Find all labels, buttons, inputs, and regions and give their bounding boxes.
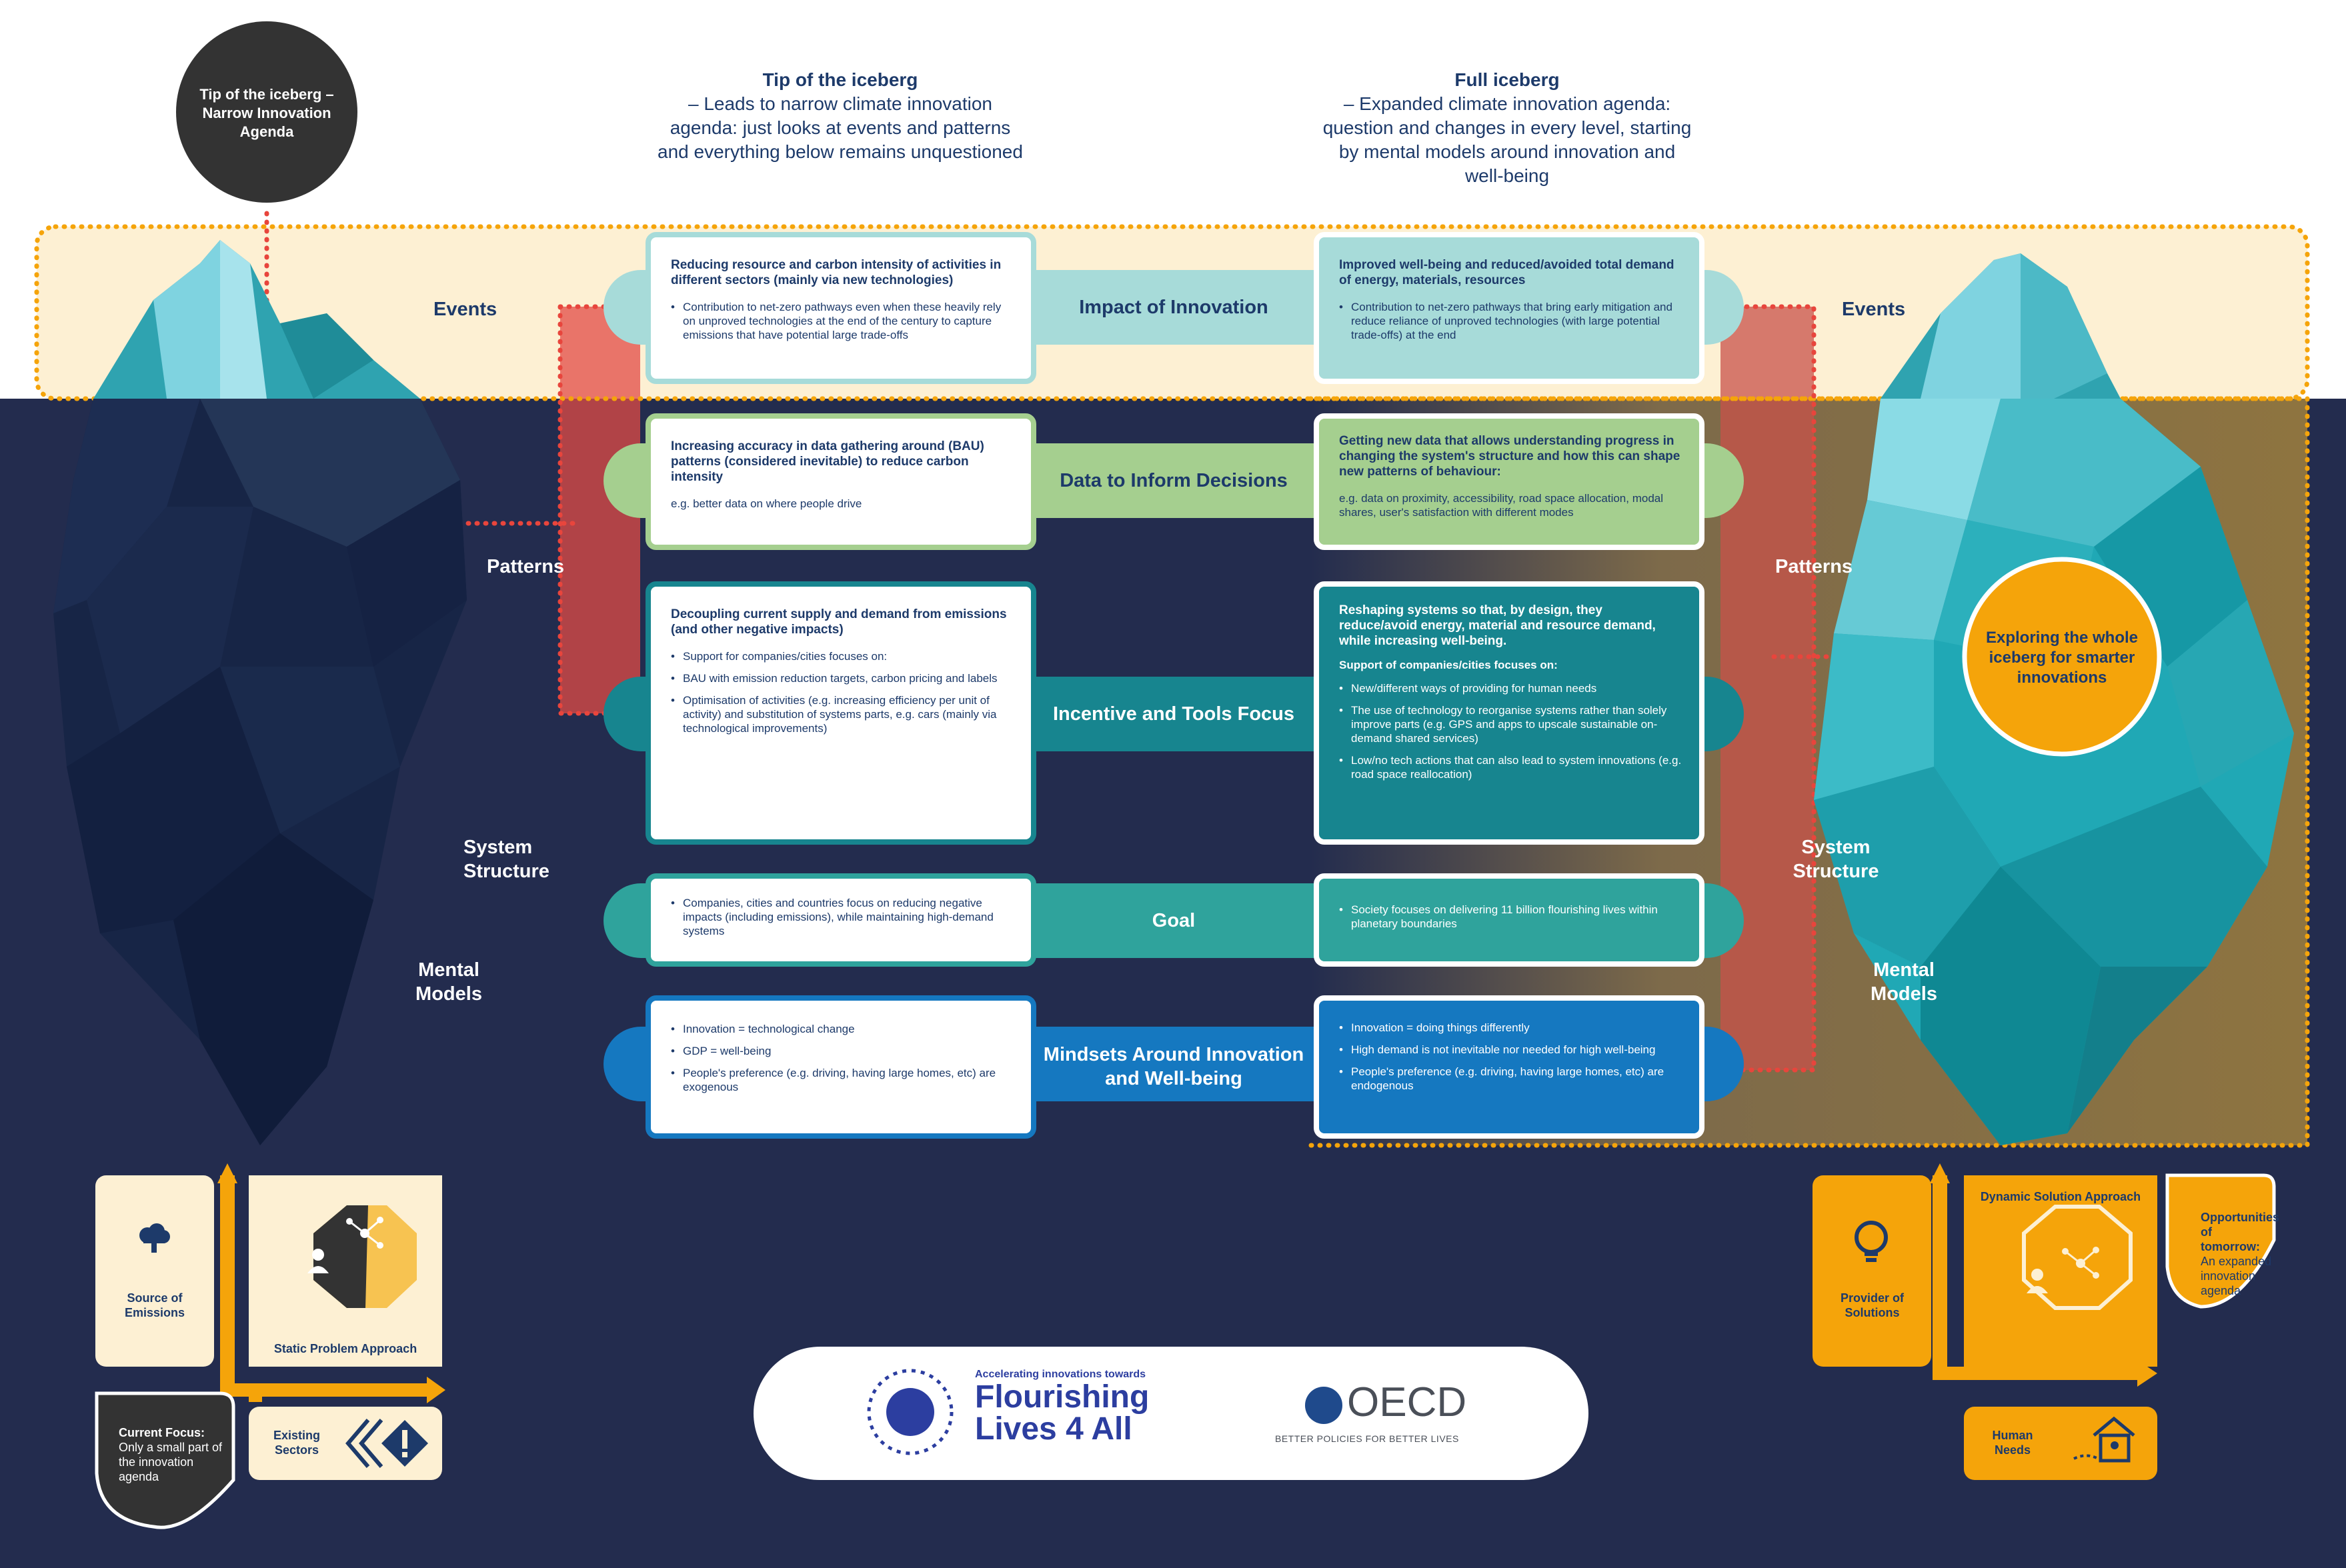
level-patterns-left: Patterns — [487, 556, 565, 577]
row2-left-card: Increasing accuracy in data gathering ar… — [646, 413, 1036, 550]
oecd-globe — [1305, 1387, 1342, 1424]
network-icon-left — [341, 1213, 388, 1257]
person-icon-right — [2023, 1267, 2052, 1299]
tip-circle-shape — [176, 21, 357, 203]
red-left-panel — [560, 307, 640, 713]
fl-logo-text: Accelerating innovations towards Flouris… — [975, 1368, 1149, 1445]
row1-right-head: Improved well-being and reduced/avoided … — [1339, 258, 1674, 287]
row4-right-bullet: Society focuses on delivering 11 billion… — [1339, 903, 1682, 931]
current-focus-body: Only a small part of the innovation agen… — [119, 1441, 223, 1483]
explore-circle-shape — [1962, 557, 2162, 757]
person-icon-left — [303, 1247, 333, 1279]
row5-left-bullet-3: People's preference (e.g. driving, havin… — [671, 1066, 1014, 1094]
warning-icon — [341, 1413, 428, 1477]
opportunities-body: An expanded innovation agenda — [2201, 1255, 2272, 1297]
level-mental-right: Mental Models — [1871, 959, 1937, 1005]
explore-circle: Exploring the whole iceberg for smarter … — [1985, 629, 2138, 687]
row5-left-bullet-1: Innovation = technological change — [671, 1022, 1014, 1036]
row2-right-head: Getting new data that allows understandi… — [1339, 434, 1680, 479]
oecd-logo-text: OECD — [1347, 1381, 1466, 1424]
provider-of-solutions: Provider of Solutions — [1840, 1291, 1905, 1319]
level-mental-left: Mental Models — [415, 959, 482, 1005]
lightbulb-icon — [1851, 1220, 1891, 1270]
dynamic-solution-approach: Dynamic Solution Approach — [1980, 1190, 2141, 1203]
row5-label: Mindsets Around Innovation and Well-bein… — [1043, 1044, 1304, 1089]
row2-label: Data to Inform Decisions — [1060, 470, 1288, 491]
row2-left-head: Increasing accuracy in data gathering ar… — [671, 439, 984, 484]
row3-left-head: Decoupling current supply and demand fro… — [671, 607, 1007, 637]
left-header-body: – Leads to narrow climate innovation age… — [658, 93, 1023, 162]
tip-circle: Tip of the iceberg – Narrow Innovation A… — [199, 86, 334, 140]
row3-right-card: Reshaping systems so that, by design, th… — [1314, 581, 1704, 845]
row4-left-bullet: Companies, cities and countries focus on… — [671, 896, 1014, 938]
bottom-left-panel — [95, 1163, 445, 1529]
row3-left-card: Decoupling current supply and demand fro… — [646, 581, 1036, 845]
row4-left-card: Companies, cities and countries focus on… — [646, 873, 1036, 967]
opportunities-title: Opportunities of tomorrow: — [2201, 1211, 2279, 1253]
human-needs: Human Needs — [1992, 1429, 2033, 1457]
row4-label: Goal — [1152, 910, 1196, 931]
row2-right-card: Getting new data that allows understandi… — [1314, 413, 1704, 550]
opportunities: Opportunities of tomorrow: An expanded i… — [2201, 1210, 2279, 1298]
level-events-right: Events — [1842, 299, 1906, 320]
row3-right-bullet-1: New/different ways of providing for huma… — [1339, 681, 1682, 695]
fl-line2: Lives 4 All — [975, 1411, 1132, 1447]
row3-right-head: Reshaping systems so that, by design, th… — [1339, 603, 1656, 648]
row1-left-bullet: Contribution to net-zero pathways even w… — [671, 300, 1014, 342]
row3-right-sub: Support of companies/cities focuses on: — [1339, 659, 1558, 671]
level-system-left: System Structure — [463, 837, 549, 882]
level-patterns-right: Patterns — [1775, 556, 1853, 577]
fl-logo-globe — [886, 1388, 934, 1436]
oecd-tagline: BETTER POLICIES FOR BETTER LIVES — [1275, 1433, 1459, 1444]
row3-right-bullet-2: The use of technology to reorganise syst… — [1339, 703, 1682, 745]
level-system-right: System Structure — [1793, 837, 1879, 882]
static-problem-approach: Static Problem Approach — [273, 1342, 417, 1355]
right-header-body: – Expanded climate innovation agenda: qu… — [1322, 93, 1692, 186]
row5-right-bullet-2: High demand is not inevitable nor needed… — [1339, 1043, 1682, 1057]
current-focus: Current Focus: Only a small part of the … — [119, 1425, 225, 1484]
level-events-left: Events — [433, 299, 497, 320]
cloud-icon — [137, 1223, 171, 1253]
fl-tagline: Accelerating innovations towards — [975, 1369, 1146, 1380]
red-right-panel — [1720, 307, 1814, 1070]
fl-logo-ring — [867, 1369, 954, 1455]
row2-right-note: e.g. data on proximity, accessibility, r… — [1339, 492, 1664, 519]
row1-left-head: Reducing resource and carbon intensity o… — [671, 258, 1002, 287]
source-of-emissions: Source of Emissions — [124, 1291, 185, 1319]
row5-left-bullet-2: GDP = well-being — [671, 1044, 1014, 1058]
right-iceberg — [1814, 253, 2294, 1145]
right-header-title: Full iceberg — [1454, 69, 1560, 90]
row3-left-bullet-3: Optimisation of activities (e.g. increas… — [671, 693, 1014, 735]
row1-right-card: Improved well-being and reduced/avoided … — [1314, 232, 1704, 384]
oecd-wordmark: OECD — [1347, 1379, 1467, 1425]
row5-left-card: Innovation = technological change GDP = … — [646, 995, 1036, 1139]
logo-panel — [754, 1347, 1588, 1480]
left-header: Tip of the iceberg – Leads to narrow cli… — [654, 68, 1027, 164]
row3-left-bullet-2: BAU with emission reduction targets, car… — [671, 671, 1014, 685]
current-focus-title: Current Focus: — [119, 1426, 205, 1439]
row3-right-bullet-3: Low/no tech actions that can also lead t… — [1339, 753, 1682, 781]
row2-left-note: e.g. better data on where people drive — [671, 497, 862, 510]
existing-sectors: Existing Sectors — [273, 1429, 320, 1457]
fl-line1: Flourishing — [975, 1379, 1150, 1415]
row1-left-card: Reducing resource and carbon intensity o… — [646, 232, 1036, 384]
left-header-title: Tip of the iceberg — [762, 69, 918, 90]
row5-right-bullet-1: Innovation = doing things differently — [1339, 1021, 1682, 1035]
row1-right-bullet: Contribution to net-zero pathways that b… — [1339, 300, 1682, 342]
network-icon-right — [2057, 1243, 2104, 1287]
row3-label: Incentive and Tools Focus — [1052, 703, 1295, 725]
row3-left-bullet-1: Support for companies/cities focuses on: — [671, 649, 1014, 663]
row5-right-bullet-3: People's preference (e.g. driving, havin… — [1339, 1065, 1682, 1093]
right-header: Full iceberg – Expanded climate innovati… — [1320, 68, 1694, 188]
row5-right-card: Innovation = doing things differently Hi… — [1314, 995, 1704, 1139]
left-iceberg — [53, 240, 467, 1145]
row4-right-card: Society focuses on delivering 11 billion… — [1314, 873, 1704, 967]
home-icon — [2067, 1412, 2141, 1475]
row1-label: Impact of Innovation — [1079, 297, 1268, 318]
